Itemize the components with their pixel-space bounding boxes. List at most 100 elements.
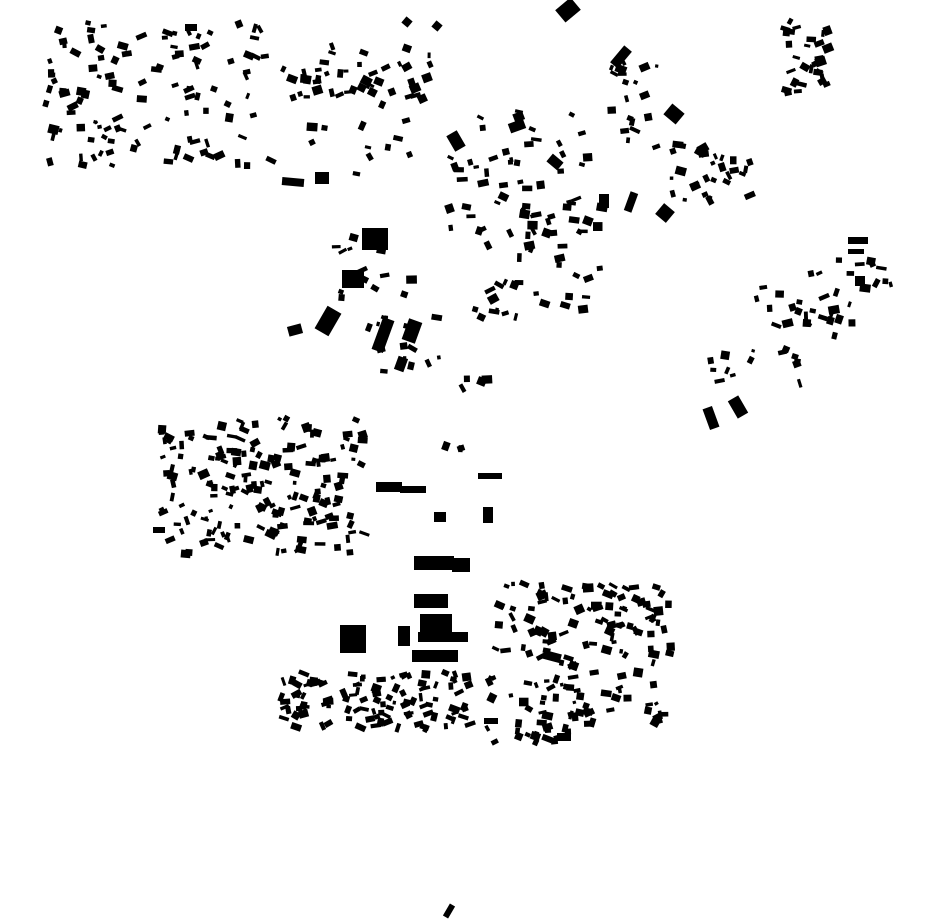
building [220, 531, 226, 538]
building [451, 670, 459, 679]
building [467, 158, 474, 166]
building [366, 80, 372, 90]
building [256, 24, 264, 34]
building [643, 706, 653, 715]
building [345, 715, 353, 722]
building [342, 430, 353, 438]
building [807, 270, 815, 278]
building [514, 718, 523, 728]
building [303, 517, 312, 523]
building [535, 588, 542, 597]
building [479, 124, 486, 132]
building [116, 41, 129, 51]
building [476, 312, 487, 322]
building [398, 671, 408, 678]
building [660, 624, 668, 634]
building [471, 305, 479, 313]
building [376, 345, 386, 354]
building [481, 375, 493, 384]
building [649, 680, 658, 689]
building [809, 308, 817, 314]
building [358, 706, 370, 712]
building [264, 479, 273, 485]
building [383, 315, 389, 325]
building [665, 600, 672, 609]
building [457, 713, 469, 721]
building [418, 686, 424, 692]
building [601, 589, 615, 600]
building [314, 67, 322, 73]
building [216, 445, 225, 456]
building [645, 605, 657, 614]
building [297, 90, 304, 97]
building [249, 35, 260, 41]
building [401, 318, 423, 344]
building [153, 527, 165, 533]
building [242, 50, 256, 61]
building [314, 542, 326, 546]
building [170, 44, 178, 50]
building [522, 185, 533, 192]
building [311, 515, 318, 522]
building [443, 722, 449, 730]
building [111, 113, 124, 123]
building [434, 512, 446, 522]
building [292, 480, 297, 485]
building [632, 79, 639, 85]
building [871, 277, 881, 289]
building [385, 704, 395, 712]
building [348, 443, 359, 453]
building [442, 903, 456, 919]
building [358, 48, 369, 57]
building [412, 650, 458, 662]
building [551, 595, 561, 603]
building [100, 133, 108, 141]
building [806, 36, 817, 43]
building [808, 64, 814, 74]
building [486, 292, 500, 305]
building [645, 702, 654, 707]
building [582, 152, 593, 162]
building [536, 180, 546, 190]
building [508, 693, 514, 698]
building [510, 624, 518, 634]
building [232, 456, 242, 466]
building [338, 247, 348, 255]
building [326, 704, 331, 709]
building [164, 535, 176, 545]
building [569, 593, 576, 600]
building [623, 94, 630, 103]
building [157, 508, 169, 517]
building [647, 630, 655, 638]
building [215, 453, 227, 461]
building [58, 88, 71, 99]
building [351, 457, 356, 461]
building [572, 271, 581, 280]
building [714, 377, 725, 384]
building [400, 486, 426, 493]
building [280, 548, 287, 554]
building [357, 429, 368, 440]
building [544, 679, 550, 683]
building [163, 158, 174, 165]
building [286, 464, 291, 469]
building [827, 304, 841, 315]
building [365, 715, 376, 723]
building [194, 61, 200, 70]
building [159, 454, 166, 460]
building [552, 674, 561, 684]
building [392, 134, 404, 142]
building [484, 724, 491, 732]
building [532, 730, 540, 738]
building [619, 648, 624, 654]
building [493, 280, 505, 290]
building [87, 33, 95, 44]
building [161, 28, 174, 38]
building [615, 622, 623, 630]
building [289, 468, 301, 478]
building [701, 191, 709, 198]
building [644, 614, 655, 621]
building [376, 321, 381, 327]
building [259, 480, 265, 488]
building [312, 78, 322, 85]
